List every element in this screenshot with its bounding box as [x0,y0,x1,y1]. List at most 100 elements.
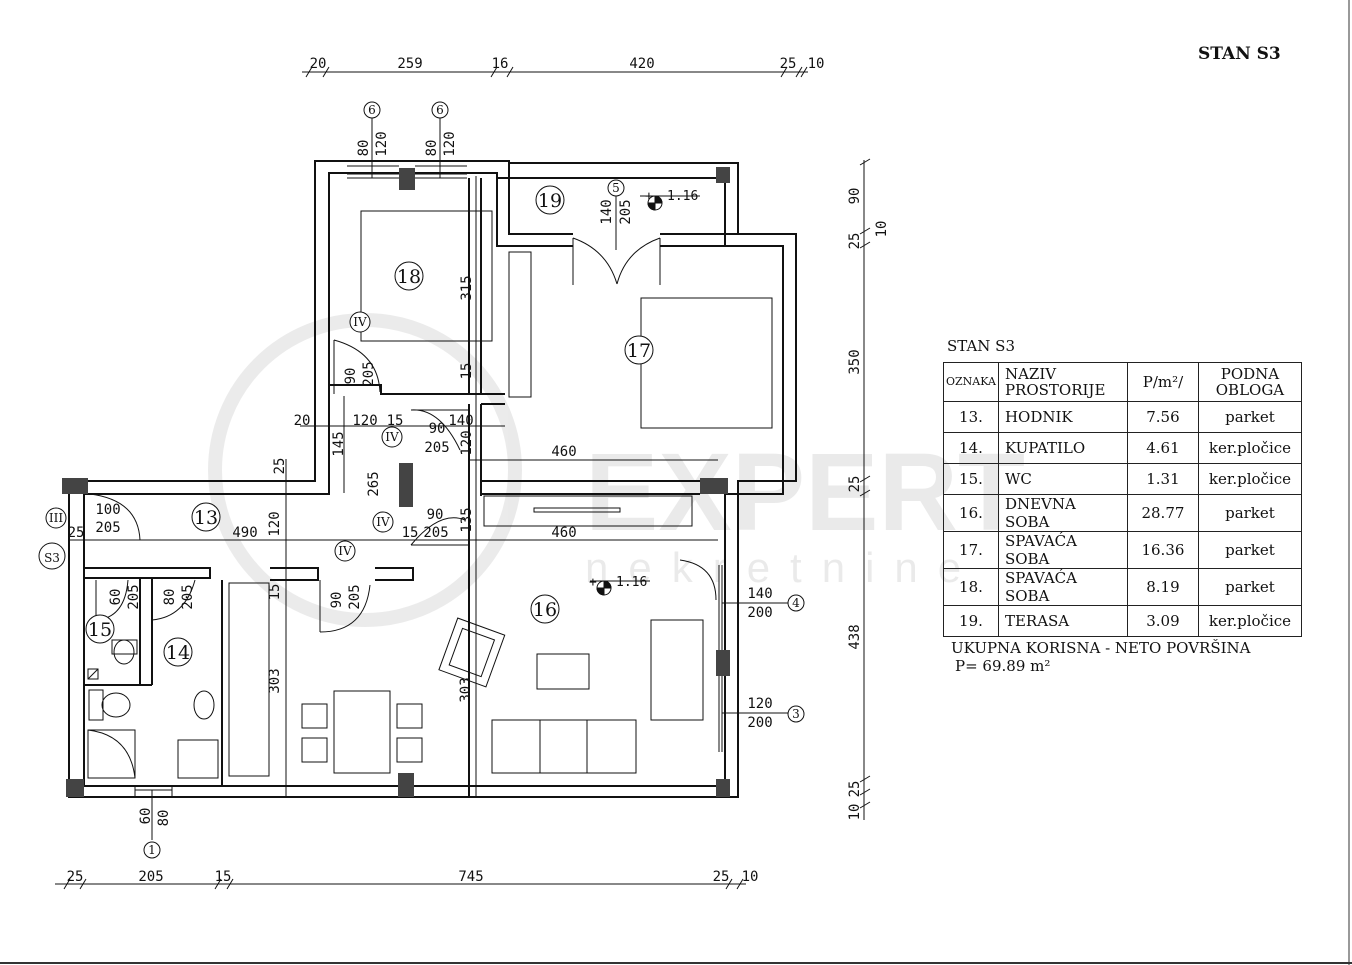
windows [134,165,723,797]
dim-25-tag: 25 [68,525,85,541]
dim-door-bath-14: 80 [162,589,178,606]
door-marker-iv [372,511,394,533]
room-label-13: 13 [194,507,218,529]
wall-18-bottom [329,384,469,395]
window-marker-3-label: 3 [792,707,800,721]
cell-floor: parket [1197,531,1302,569]
dim-top: 20 [310,56,327,72]
dim-303: 303 [458,677,474,702]
dim-window-3: 200 [747,715,772,731]
bath-toilet [101,692,131,718]
column-header-name-line1: NAZIV [1004,365,1057,383]
dim-right: 10 [874,221,890,238]
elevation-living: 1.16 [616,575,647,590]
cell-name: SPAVAĆA SOBA [997,568,1128,606]
dims-top: 20 259 16 420 25 10 [310,56,825,72]
dim-bottom: 745 [458,869,483,885]
dim-top: 420 [629,56,654,72]
cell-floor: parket [1197,494,1302,532]
wardrobe-17 [508,251,532,398]
furniture [87,210,773,779]
room-table: OZNAKA NAZIV PROSTORIJE P/m²/ PODNA OBLO… [943,362,1302,637]
column [716,650,730,676]
dim-door-bath: 205 [347,584,363,609]
room-circle-18 [394,261,424,291]
dim-window-6b: 80 [424,140,440,157]
dim-window-6a: 120 [374,131,390,156]
dim-right: 25 [847,476,863,493]
cell-area: 4.61 [1126,432,1199,464]
table-row: 16. DNEVNA SOBA 28.77 parket [943,494,1302,532]
elevation-plus: + [589,575,597,590]
table-row: 18. SPAVAĆA SOBA 8.19 parket [943,568,1302,606]
dims-right: 90 25 10 350 25 438 10 25 [847,188,890,821]
window-marker-1 [143,841,161,859]
dims-interior: 80 120 80 120 140 205 315 90 205 15 20 1… [68,131,773,826]
window-marker-5-label: 5 [612,181,620,195]
total-area-label: UKUPNA KORISNA - NETO POVRŠINA [951,639,1251,657]
chair [301,737,328,763]
apartment-tag: S3 [44,551,60,565]
terrace-door-right [616,237,661,285]
window-swing-4 [679,559,717,601]
dim-door-17: 205 [424,440,449,456]
dim-bottom: 15 [215,869,232,885]
dim-460: 460 [551,444,576,460]
cell-floor: ker.pločice [1197,605,1302,637]
table-row: 19. TERASA 3.09 ker.pločice [943,605,1302,637]
armchair [438,617,506,688]
column [716,779,730,797]
door-marker-iv-label: IV [385,430,399,444]
cell-code: 14. [943,432,999,464]
dim-ticks-right [859,158,871,809]
markers [38,101,805,859]
dim-460: 460 [551,525,576,541]
column [716,167,730,183]
dim-line-window-6 [371,118,441,178]
dim-door-wc: 205 [126,584,142,609]
cell-name: KUPATILO [997,432,1128,464]
cell-area: 28.77 [1126,494,1199,532]
dim-120: 120 [267,511,283,536]
window-6b [415,165,467,179]
window-marker-5 [607,179,625,197]
columns [62,167,730,797]
shower-door [87,729,136,779]
shaft-cross [87,668,99,680]
dim-window-1: 60 [138,808,154,825]
dim-door: 205 [423,525,448,541]
dim-15: 15 [459,363,475,380]
dim-bottom: 205 [138,869,163,885]
dim-15: 15 [267,584,283,601]
dim-ticks-bottom [63,878,744,890]
column [66,779,84,797]
window-marker-6b [431,101,449,119]
cell-code: 18. [943,568,999,606]
window-6a [347,165,399,179]
cell-code: 15. [943,463,999,495]
room-circle-14 [163,637,193,667]
door-living-bath [319,580,371,633]
tv-cabinet [483,495,693,527]
cell-code: 13. [943,401,999,433]
cell-code: 16. [943,494,999,532]
terrace-door-left [572,237,618,285]
room-label-19: 19 [538,190,562,212]
door-17 [410,409,469,451]
dim-row: 120 [352,413,377,429]
dim-window-4: 200 [747,605,772,621]
total-area-value: P= 69.89 m² [955,657,1051,675]
washing-machine [177,739,219,779]
coffee-table [536,653,590,690]
cell-name: HODNIK [997,401,1128,433]
terrace-wall-inner [496,178,573,247]
table-row: 17. SPAVAĆA SOBA 16.36 parket [943,531,1302,569]
apartment-tag-circle [38,542,66,570]
room-label-15: 15 [88,619,112,641]
dim-315: 315 [459,275,475,300]
dim-window-3: 120 [747,696,772,712]
cell-floor: ker.pločice [1197,463,1302,495]
window-4 [718,565,723,650]
table-row: 13. HODNIK 7.56 parket [943,401,1302,433]
cell-name: SPAVAĆA SOBA [997,531,1128,569]
